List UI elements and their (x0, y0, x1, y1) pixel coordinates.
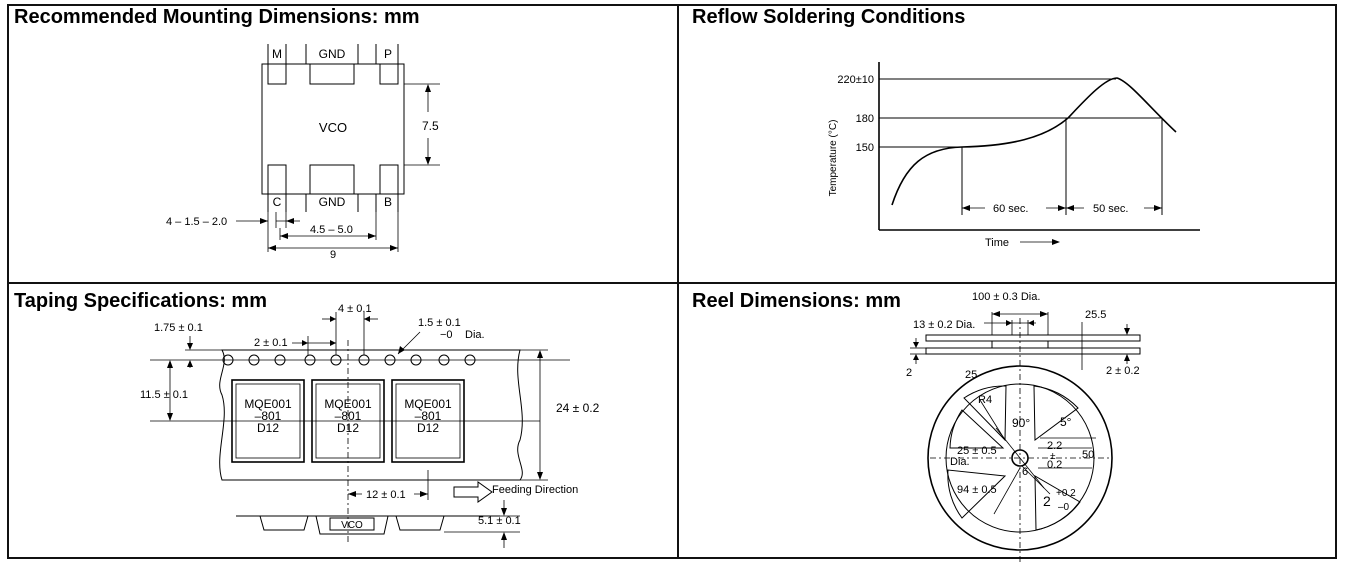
dim-2: 2 ± 0.1 (254, 337, 288, 349)
reflow-chart: 60 sec. 50 sec. 220±10 180 150 Temperatu… (828, 62, 1200, 249)
dim-r4: R4 (978, 394, 992, 406)
reel-window-2 (1033, 385, 1079, 441)
pad-b (379, 164, 399, 195)
pad-gnd-top (309, 63, 355, 85)
reel-flange-top (925, 334, 1141, 342)
dim-15: 1.5 ± 0.1 (418, 317, 461, 329)
reflow-title: Reflow Soldering Conditions (692, 6, 966, 28)
mounting-title: Recommended Mounting Dimensions: mm (14, 6, 420, 28)
taping-diagram: MQE001 –801 D12 MQE001 –801 D12 MQE001 –… (140, 303, 600, 548)
pad-c (267, 164, 287, 195)
chip2-line1: MQE001 (324, 397, 372, 411)
dim-2-side: 2 (906, 367, 912, 379)
dim-22: 2.2 (1047, 440, 1062, 452)
reel-title: Reel Dimensions: mm (692, 290, 901, 312)
label-m: M (272, 47, 282, 61)
taping-title: Taping Specifications: mm (14, 290, 267, 312)
reflow-ylabel: Temperature (°C) (828, 120, 839, 197)
mounting-diagram: M GND P C GND B VCO 7.5 4 – 1.5 – 2.0 4.… (166, 44, 440, 261)
chip3-line1: MQE001 (404, 397, 452, 411)
reel-window-5 (949, 409, 1005, 449)
label-b: B (384, 195, 392, 209)
dim-dia13: 13 ± 0.2 Dia. (913, 319, 975, 331)
reflow-xlabel: Time (985, 237, 1009, 249)
label-p: P (384, 47, 392, 61)
dim-dia100: 100 ± 0.3 Dia. (972, 291, 1040, 303)
dim-tol-minus: –0 (1058, 502, 1070, 513)
dim-dia25: 25 ± 0.5 (957, 445, 997, 457)
feeding-arrow (453, 481, 493, 503)
vertical-divider (677, 4, 679, 559)
label-c: C (273, 195, 282, 209)
chip1-line2: –801 (255, 409, 282, 423)
spec-frame (7, 4, 1337, 559)
chip3-line2: –801 (415, 409, 442, 423)
dim-6: 6 (1022, 466, 1028, 478)
dim-pitch: 4.5 – 5.0 (310, 224, 353, 236)
dim-4: 4 ± 0.1 (338, 303, 372, 315)
dim-tol-plus: +0.2 (1056, 488, 1076, 499)
dim-2b: 2 (1043, 493, 1051, 509)
dim-pm: ± (1050, 451, 1056, 462)
dim-24: 24 ± 0.2 (556, 401, 600, 415)
dim-pad: 4 – 1.5 – 2.0 (166, 216, 227, 228)
dim-02: 0.2 (1047, 459, 1062, 471)
label-vco: VCO (319, 120, 347, 135)
dim-25: 25 (965, 369, 977, 381)
dim-5deg: 5° (1060, 415, 1072, 429)
label-gnd-bottom: GND (319, 195, 346, 209)
dim-dia: Dia. (465, 329, 485, 341)
chip1-line1: MQE001 (244, 397, 292, 411)
dim-12: 12 ± 0.1 (366, 489, 406, 501)
dim-dia-word: Dia. (950, 456, 970, 468)
chip1-line3: D12 (257, 421, 279, 435)
interval-60: 60 sec. (993, 203, 1028, 215)
dim-50: 50 (1082, 449, 1094, 461)
pad-p (379, 63, 399, 85)
dim-width: 9 (330, 249, 336, 261)
dim-115: 11.5 ± 0.1 (140, 389, 188, 401)
pad-gnd-bottom (309, 164, 355, 195)
reel-flange-bottom (925, 347, 1141, 355)
dim-height: 7.5 (422, 119, 439, 133)
tick-150: 150 (856, 142, 874, 154)
reflow-curve (891, 77, 1177, 206)
dim-94: 94 ± 0.5 (957, 484, 997, 496)
interval-50: 50 sec. (1093, 203, 1128, 215)
reel-window-4 (1034, 475, 1081, 531)
tick-220: 220±10 (837, 74, 874, 86)
horizontal-divider (7, 282, 1337, 284)
profile-vco: VCO (341, 520, 363, 531)
tick-180: 180 (856, 113, 874, 125)
feeding-direction: Feeding Direction (492, 484, 578, 496)
pad-m (267, 63, 287, 85)
dim-15-neg: −0 (440, 329, 453, 341)
label-gnd-top: GND (319, 47, 346, 61)
reel-window-3 (947, 469, 1007, 519)
dim-2pm: 2 ± 0.2 (1106, 365, 1140, 377)
dim-255: 25.5 (1085, 309, 1106, 321)
dim-51: 5.1 ± 0.1 (478, 515, 521, 527)
dim-90deg: 90° (1012, 416, 1030, 430)
dim-175: 1.75 ± 0.1 (154, 322, 203, 334)
chip3-line3: D12 (417, 421, 439, 435)
reel-window-1 (963, 385, 1007, 442)
reel-outer (927, 365, 1113, 551)
